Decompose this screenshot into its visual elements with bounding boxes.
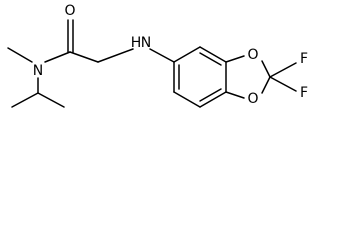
atom-labels: O N H N O O F F	[33, 3, 308, 107]
atom-fluorine-2: F	[300, 85, 308, 101]
bond-cf-1	[269, 62, 297, 78]
bond-cf-2	[269, 76, 297, 92]
bond-dioxole-top-ar	[225, 55, 245, 63]
molecule-structure: O N H N O O F F	[7, 3, 308, 108]
bond-dioxole-bottom-c	[261, 76, 271, 94]
atom-nitrogen-amine: N	[141, 35, 151, 51]
bond-ring-1	[173, 46, 201, 63]
bond-carbonyl-ch2	[69, 51, 99, 63]
atom-oxygen-carbonyl: O	[64, 3, 75, 19]
atom-hydrogen-amine: H	[131, 35, 142, 51]
bond-amide-n-methyl	[7, 47, 33, 63]
bond-ch2-amine-n	[97, 48, 134, 63]
atom-oxygen-ring-top: O	[247, 47, 258, 63]
bond-amine-n-aryl	[149, 48, 175, 63]
atom-oxygen-ring-bottom: O	[247, 91, 258, 107]
bond-isopropyl-right	[37, 92, 65, 108]
bond-isopropyl-left	[11, 92, 39, 108]
atom-fluorine-1: F	[300, 51, 308, 67]
bond-ring-4	[199, 91, 227, 108]
atom-nitrogen-amide: N	[33, 63, 43, 79]
bond-group	[7, 19, 297, 108]
bond-amide-n-carbonyl	[44, 51, 71, 63]
bond-dioxole-top-c	[261, 60, 271, 78]
bond-ring-2	[199, 46, 227, 63]
bond-ring-5	[173, 91, 201, 108]
bond-ring-inner-1	[199, 52, 222, 66]
bond-ring-inner-2	[199, 88, 222, 102]
bond-dioxole-bottom-ar	[225, 91, 245, 99]
